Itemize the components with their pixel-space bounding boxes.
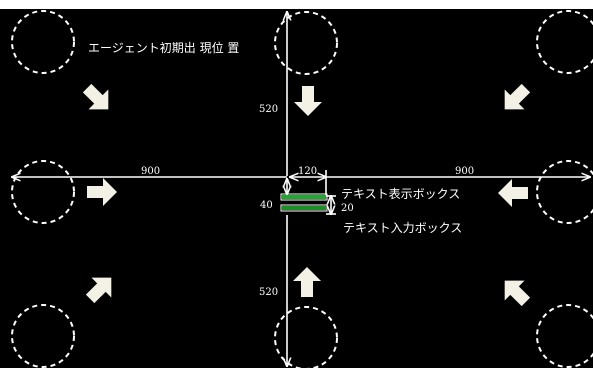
spawn-markers [11, 10, 593, 370]
display-height-value: 40 [260, 200, 273, 211]
spawn-circle-icon [536, 10, 593, 74]
spawn-circle-icon [536, 160, 593, 224]
spawn-circle-icon [536, 304, 593, 368]
text-display-box-border [280, 193, 328, 201]
left-distance-value: 900 [141, 166, 160, 177]
text-input-box-border [280, 204, 328, 212]
text-input-box [282, 206, 326, 210]
text-display-box [282, 195, 326, 199]
bottom-distance-value: 520 [259, 287, 278, 298]
spawn-circle-icon [11, 160, 75, 224]
top-distance-value: 520 [259, 104, 278, 115]
spawn-circle-icon [274, 11, 338, 75]
text-input-box-label: テキスト入力ボックス [343, 221, 462, 235]
right-distance-value: 900 [455, 166, 474, 177]
box-width-value: 120 [298, 166, 317, 177]
ui-boxes [280, 193, 328, 212]
spawn-circle-icon [11, 304, 75, 368]
input-height-value: 20 [341, 203, 354, 214]
agent-spawn-label: エージェント初期出 現位 置 [88, 40, 239, 55]
dimension-lines [12, 12, 590, 366]
spawn-circle-icon [11, 10, 75, 74]
text-display-box-label: テキスト表示ボックス [341, 187, 460, 201]
